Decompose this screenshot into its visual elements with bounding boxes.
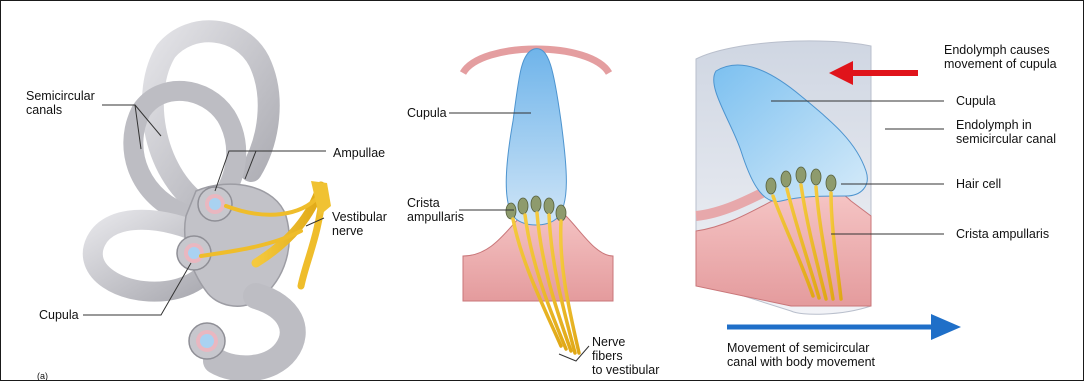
label-cupula-middle: Cupula [407, 106, 447, 120]
label-cupula-right: Cupula [956, 94, 996, 108]
ampulla-middle [177, 236, 211, 270]
label-movement-caption: Movement of semicircular canal with body… [727, 341, 875, 369]
label-crista-ampullaris-middle: Crista ampullaris [407, 196, 464, 224]
label-vestibular-nerve: Vestibular nerve [332, 210, 387, 238]
semicircular-canals-drawing [93, 31, 331, 368]
ampulla-upper [198, 187, 232, 221]
ampulla-lower [189, 323, 225, 359]
panel-mark-a: (a) [37, 369, 48, 381]
label-hair-cell: Hair cell [956, 177, 1001, 191]
crista-ampullaris-drawing [463, 49, 613, 353]
label-crista-ampullaris-right: Crista ampullaris [956, 227, 1049, 241]
cupula-movement-drawing [696, 41, 871, 314]
label-nerve-fibers: Nerve fibers to vestibular [592, 335, 659, 377]
label-ampullae: Ampullae [333, 146, 385, 160]
label-endolymph-causes: Endolymph causes movement of cupula [944, 43, 1057, 71]
label-cupula-left: Cupula [39, 308, 79, 322]
canal-movement-arrow [727, 314, 961, 340]
label-endolymph-in-canal: Endolymph in semicircular canal [956, 118, 1056, 146]
label-semicircular-canals: Semicircular canals [26, 89, 95, 117]
